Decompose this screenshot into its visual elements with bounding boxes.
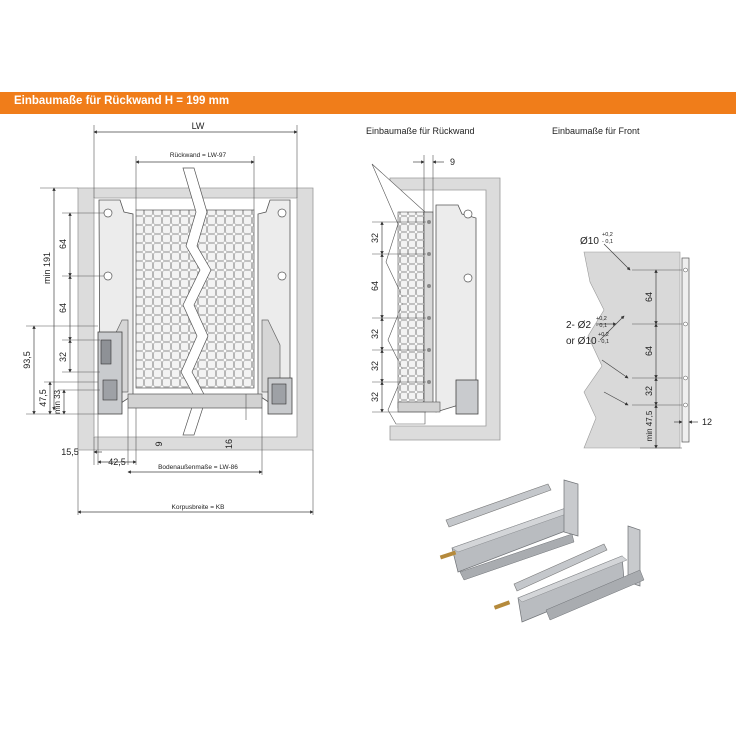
screw-upper bbox=[439, 550, 457, 560]
dim-9-front: 9 bbox=[154, 441, 164, 446]
side-profile-hole bbox=[463, 273, 473, 283]
dim-15-5: 15,5 bbox=[61, 447, 79, 457]
front-panel-break bbox=[583, 251, 681, 449]
dim-47-5: 47,5 bbox=[38, 389, 48, 407]
side-dim-9: 9 bbox=[450, 157, 455, 167]
side-hole bbox=[103, 208, 113, 218]
screw-lower bbox=[493, 600, 511, 610]
runner-rail-lower bbox=[513, 543, 608, 592]
runner-rail-upper bbox=[445, 483, 552, 528]
side-dim-32-d: 32 bbox=[370, 392, 380, 402]
front-hole-big-tol-bot: - 0,1 bbox=[602, 239, 613, 245]
side-screw bbox=[427, 220, 431, 224]
side-back-panel-mesh bbox=[397, 211, 425, 409]
front-bracket-hole bbox=[683, 402, 688, 408]
dim-93-5: 93,5 bbox=[22, 351, 32, 369]
side-dim-32-a: 32 bbox=[370, 233, 380, 243]
product-photo bbox=[439, 479, 645, 623]
front-or-tol-bot: - 0,1 bbox=[598, 339, 609, 345]
dim-min-33: min 33 bbox=[53, 389, 62, 414]
break-line bbox=[180, 167, 212, 436]
side-view: Einbaumaße für Rückwand 9 32 64 bbox=[366, 126, 501, 441]
dim-korpusbreite: Korpusbreite = KB bbox=[172, 504, 225, 511]
dim-16-front: 16 bbox=[224, 439, 234, 449]
front-holes-small: 2- Ø2 bbox=[566, 320, 591, 331]
side-view-title: Einbaumaße für Rückwand bbox=[366, 126, 475, 136]
side-screw bbox=[427, 348, 431, 352]
front-view: LW Rückwand = LW-97 64 64 min 191 32 93,… bbox=[22, 121, 314, 515]
side-profile-hole bbox=[463, 209, 473, 219]
side-dim-64: 64 bbox=[370, 281, 380, 291]
front-or-hole: or Ø10 bbox=[566, 336, 597, 347]
front-bracket-hole bbox=[683, 267, 688, 273]
dim-42-5: 42,5 bbox=[108, 457, 126, 467]
dim-min-191: min 191 bbox=[42, 252, 52, 284]
front-holes-small-tol-top: +0,2 bbox=[596, 316, 607, 322]
side-hole bbox=[103, 271, 113, 281]
header-title: Einbaumaße für Rückwand H = 199 mm bbox=[14, 95, 230, 107]
front-dim-64-a: 64 bbox=[644, 292, 654, 302]
front-bracket-upper bbox=[563, 479, 579, 537]
side-screw bbox=[427, 380, 431, 384]
left-runner-detail bbox=[102, 379, 118, 401]
side-hole bbox=[277, 271, 287, 281]
front-dim-min-47-5: min 47,5 bbox=[645, 410, 654, 441]
side-dim-32-b: 32 bbox=[370, 329, 380, 339]
side-hole bbox=[277, 208, 287, 218]
front-fitting-view: Einbaumaße für Front Ø10 +0,2 - 0,1 2- Ø… bbox=[552, 126, 712, 449]
right-runner-detail bbox=[271, 383, 287, 405]
runner-bottom-upper bbox=[459, 533, 575, 581]
drawer-side-lower-top bbox=[517, 555, 628, 603]
side-drawer-profile bbox=[435, 204, 477, 413]
side-dim-32-c: 32 bbox=[370, 361, 380, 371]
left-runner-detail bbox=[100, 339, 112, 365]
front-bracket-hole bbox=[683, 321, 688, 327]
side-back-panel-edge bbox=[423, 211, 434, 409]
dim-bodenmass: Bodenaußenmaße = LW-86 bbox=[158, 464, 238, 471]
side-runner bbox=[455, 379, 479, 415]
front-dim-32: 32 bbox=[644, 386, 654, 396]
front-fitting-title: Einbaumaße für Front bbox=[552, 126, 640, 136]
header-banner: Einbaumaße für Rückwand H = 199 mm bbox=[0, 92, 736, 114]
front-bracket-lower bbox=[627, 525, 641, 587]
dim-64-upper: 64 bbox=[58, 239, 68, 249]
dim-rueckwand: Rückwand = LW-97 bbox=[170, 152, 227, 159]
dim-64-lower: 64 bbox=[58, 303, 68, 313]
bottom-panel bbox=[127, 393, 263, 409]
front-bracket-hole bbox=[683, 375, 688, 381]
side-bottom bbox=[397, 401, 441, 413]
front-bracket bbox=[681, 257, 690, 443]
side-screw bbox=[427, 252, 431, 256]
runner-bottom-lower bbox=[545, 569, 645, 621]
front-hole-big-tol-top: +0,2 bbox=[602, 232, 613, 238]
front-dim-64-b: 64 bbox=[644, 346, 654, 356]
front-holes-small-tol-bot: - 0,1 bbox=[596, 323, 607, 329]
side-screw bbox=[427, 316, 431, 320]
side-cabinet bbox=[389, 177, 501, 441]
side-screw bbox=[427, 284, 431, 288]
dim-lw: LW bbox=[192, 121, 205, 131]
front-or-tol-top: +0,2 bbox=[598, 332, 609, 338]
dim-32: 32 bbox=[58, 352, 68, 362]
front-dim-12: 12 bbox=[702, 417, 712, 427]
front-hole-big: Ø10 bbox=[580, 236, 599, 247]
